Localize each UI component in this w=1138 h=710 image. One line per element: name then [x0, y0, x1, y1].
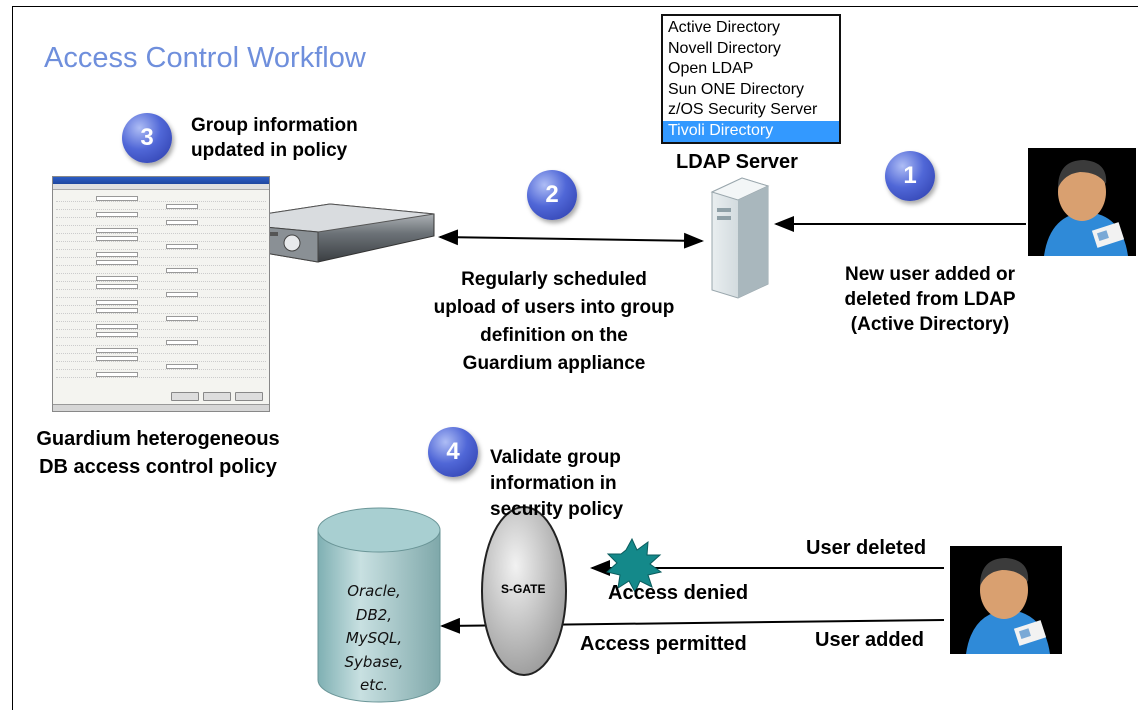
step-4-line: information in — [490, 473, 617, 494]
step-3-text: Group information updated in policy — [191, 113, 358, 163]
user-added-label: User added — [815, 629, 924, 651]
access-permitted-label: Access permitted — [580, 633, 747, 655]
thumbnail-row — [56, 243, 266, 250]
step-2-line: Regularly scheduled — [461, 269, 647, 290]
database-label: Oracle, DB2, MySQL, Sybase, etc. — [334, 580, 414, 698]
thumbnail-statusbar — [53, 404, 269, 411]
thumbnail-row — [56, 371, 266, 378]
access-denied-burst-icon — [605, 537, 663, 594]
step-4-line: security policy — [490, 499, 624, 520]
step-1-line: deleted from LDAP — [844, 289, 1016, 310]
step-3-badge: 3 — [122, 113, 172, 163]
directory-item-sun-one-directory[interactable]: Sun ONE Directory — [668, 80, 805, 98]
slide-frame — [12, 6, 1138, 710]
directory-item-novell-directory[interactable]: Novell Directory — [668, 39, 781, 57]
step-1-text: New user added or deleted from LDAP (Act… — [818, 262, 1042, 337]
directory-item-active-directory[interactable]: Active Directory — [668, 19, 781, 36]
thumbnail-row — [56, 315, 266, 322]
user-deleted-label: User deleted — [806, 537, 927, 559]
thumbnail-row — [56, 267, 266, 274]
thumbnail-row — [56, 235, 266, 242]
directory-list: Active Directory Novell Directory Open L… — [661, 14, 841, 144]
thumbnail-button — [235, 392, 263, 401]
database-label-line: DB2, — [355, 605, 393, 624]
s-gate-label: S-GATE — [501, 582, 546, 596]
step-4-badge: 4 — [428, 427, 478, 477]
thumbnail-urlbar — [53, 184, 269, 190]
s-gate-icon — [481, 506, 567, 676]
step-1-line: (Active Directory) — [850, 314, 1010, 335]
thumbnail-button — [203, 392, 231, 401]
ldap-server-label: LDAP Server — [676, 151, 798, 173]
directory-item-zos-security-server[interactable]: z/OS Security Server — [668, 101, 818, 119]
access-denied-label: Access denied — [608, 582, 749, 604]
thumbnail-row — [56, 291, 266, 298]
thumbnail-row — [56, 299, 266, 306]
thumbnail-row — [56, 219, 266, 226]
thumbnail-button — [171, 392, 199, 401]
step-4-line: Validate group — [490, 447, 621, 468]
directory-item-open-ldap[interactable]: Open LDAP — [668, 60, 754, 78]
policy-screenshot-thumbnail — [52, 176, 270, 412]
step-4-text: Validate group information in security p… — [490, 445, 623, 523]
database-cylinder-icon — [317, 507, 441, 703]
database-label-line: Oracle, — [347, 582, 401, 600]
policy-label-line: DB access control policy — [39, 456, 277, 478]
ldap-server-icon — [710, 177, 770, 299]
step-2-line: definition on the — [480, 325, 628, 346]
user-avatar-icon-bottom — [950, 546, 1062, 654]
user-avatar-icon-top — [1028, 148, 1136, 256]
step-2-badge: 2 — [527, 170, 577, 220]
policy-label-line: Guardium heterogeneous — [36, 428, 280, 450]
step-2-line: upload of users into group — [433, 297, 675, 318]
thumbnail-row — [56, 203, 266, 210]
thumbnail-row — [56, 259, 266, 266]
step-1-badge: 1 — [885, 151, 935, 201]
thumbnail-row — [56, 275, 266, 282]
thumbnail-row — [56, 211, 266, 218]
thumbnail-row — [56, 355, 266, 362]
step-3-line: Group information — [191, 115, 358, 136]
thumbnail-buttons — [171, 392, 263, 401]
database-label-line: MySQL, — [345, 629, 403, 647]
database-label-line: Sybase, — [344, 652, 404, 671]
step-2-text: Regularly scheduled upload of users into… — [400, 266, 708, 378]
thumbnail-row — [56, 227, 266, 234]
thumbnail-row — [56, 331, 266, 338]
policy-label: Guardium heterogeneous DB access control… — [12, 425, 304, 481]
database-label-line: etc. — [359, 676, 389, 694]
thumbnail-row — [56, 323, 266, 330]
thumbnail-row — [56, 283, 266, 290]
step-2-line: Guardium appliance — [462, 353, 646, 374]
thumbnail-titlebar — [53, 177, 269, 184]
slide-title: Access Control Workflow — [44, 42, 366, 74]
thumbnail-row — [56, 339, 266, 346]
directory-item-tivoli-directory[interactable]: Tivoli Directory — [663, 120, 839, 142]
step-1-line: New user added or — [845, 264, 1015, 285]
thumbnail-row — [56, 363, 266, 370]
thumbnail-row — [56, 251, 266, 258]
thumbnail-row — [56, 195, 266, 202]
step-3-line: updated in policy — [191, 140, 348, 161]
thumbnail-row — [56, 347, 266, 354]
thumbnail-row — [56, 307, 266, 314]
